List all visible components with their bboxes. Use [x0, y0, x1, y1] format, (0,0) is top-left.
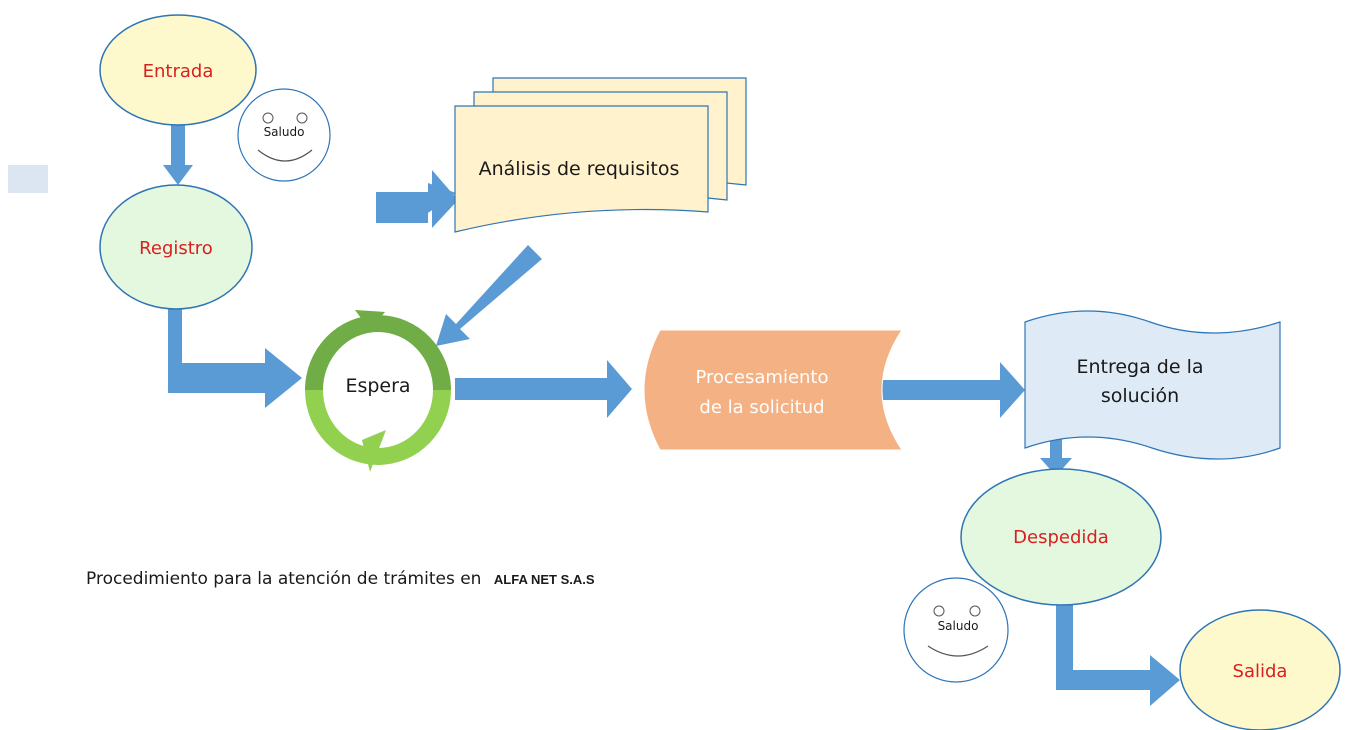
procesamiento-label-2: de la solicitud: [699, 397, 824, 418]
cycle-arrow-icon: [305, 315, 451, 390]
entrega-label-2: solución: [1101, 385, 1179, 407]
espera-label: Espera: [345, 375, 410, 397]
entrada-node: [99, 14, 257, 126]
arrow-espera-procesamiento: [455, 360, 632, 418]
entrega-label-1: Entrega de la: [1076, 356, 1203, 378]
despedida-label: Despedida: [1013, 527, 1109, 548]
procesamiento-node: Procesamiento de la solicitud: [643, 329, 903, 451]
salida-node: [1179, 609, 1341, 730]
caption: Procedimiento para la atención de trámit…: [86, 569, 595, 589]
saludo-face-bottom: Saludo: [903, 577, 1009, 683]
arrow-analisis-espera: [436, 245, 542, 346]
entrega-node: Entrega de la solución: [1024, 310, 1281, 460]
eye-icon: [969, 605, 981, 617]
caption-text: Procedimiento para la atención de trámit…: [86, 569, 481, 589]
saludo-label-bottom: Saludo: [938, 619, 979, 633]
arrow-entrada-registro: [163, 125, 193, 185]
registro-node: [99, 184, 253, 310]
eye-icon: [296, 112, 308, 124]
arrow-procesamiento-entrega: [870, 362, 1025, 418]
caption-org: ALFA NET S.A.S: [494, 572, 595, 587]
cycle-arrowhead-icon: [355, 310, 385, 330]
analisis-label: Análisis de requisitos: [479, 158, 680, 180]
eye-icon: [933, 605, 945, 617]
procesamiento-label-1: Procesamiento: [695, 367, 828, 388]
espera-cycle-node: Espera: [305, 310, 451, 472]
registro-label: Registro: [139, 238, 213, 259]
smile-icon: [257, 149, 313, 162]
despedida-node: [960, 468, 1162, 606]
cycle-arrow-icon: [305, 390, 451, 465]
saludo-face-top: Saludo: [237, 88, 331, 182]
arrow-registro-espera: [168, 307, 302, 408]
salida-label: Salida: [1233, 661, 1288, 682]
arrow-espera-analisis-shaft: [358, 170, 458, 296]
entrada-label: Entrada: [143, 61, 214, 82]
decorative-square: [8, 165, 48, 193]
arrow-espera-analisis: [358, 183, 456, 296]
arrow-despedida-salida: [1056, 605, 1180, 706]
saludo-label-top: Saludo: [264, 125, 305, 139]
eye-icon: [262, 112, 274, 124]
cycle-arrowhead-icon: [362, 430, 386, 472]
smile-icon: [927, 645, 989, 657]
arrow-entrega-despedida: [1040, 438, 1072, 476]
analisis-node: Análisis de requisitos: [454, 77, 747, 233]
